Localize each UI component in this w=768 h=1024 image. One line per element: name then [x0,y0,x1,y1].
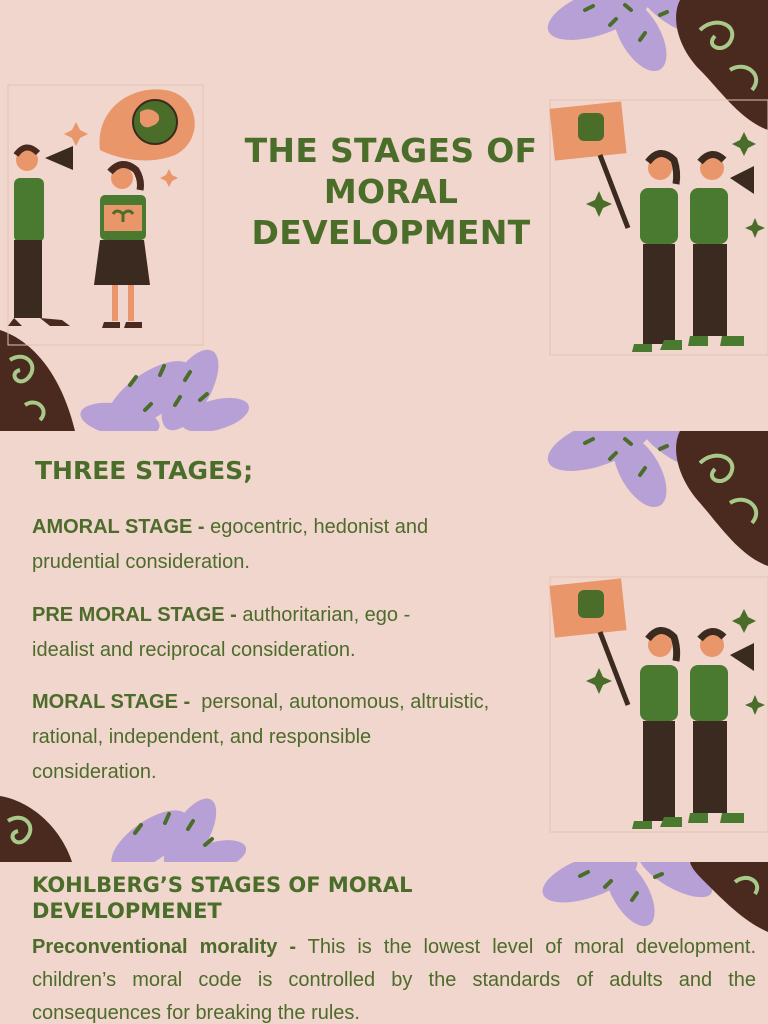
stage-pre-moral: PRE MORAL STAGE - authoritarian, ego - i… [32,598,592,668]
stage-name: AMORAL STAGE - [32,516,205,538]
slide1-decorations [0,0,768,431]
slide-kohlberg: KOHLBERG’S STAGES OF MORAL DEVELOPMENET … [0,862,768,1024]
brown-swirl-blob [690,862,768,932]
slide2-decorations [0,431,768,862]
stage-description-cont: prudential consideration. [32,551,250,573]
activists-illustration [7,84,204,346]
protest-sign-illustration [549,576,768,833]
lavender-leaves-bottom [111,798,247,862]
title-line: DEVELOPMENT [251,213,531,252]
protest-sign-illustration [549,99,768,356]
stage-name: MORAL STAGE - [32,691,191,713]
section-heading: THREE STAGES; [35,456,254,485]
stage-description: egocentric, hedonist and [204,516,429,538]
brown-swirl-blob-left [0,796,72,862]
brown-swirl-blob [676,0,768,130]
kohlberg-paragraph: Preconventional morality - This is the l… [32,931,756,1024]
title-line: THE STAGES OF [244,131,538,170]
term-preconventional: Preconventional morality - [32,936,296,958]
stage-description-cont: rational, independent, and responsible [32,726,372,748]
lavender-leaves-bottom [80,349,250,431]
stage-description: personal, autonomous, altruistic, [190,691,490,713]
slide3-decorations [542,862,768,932]
term-description: This is the lowest level of moral develo… [32,936,756,1024]
heading-line: KOHLBERG’S STAGES OF MORAL [32,873,413,897]
stage-description-cont: idealist and reciprocal consideration. [32,639,356,661]
stage-amoral: AMORAL STAGE - egocentric, hedonist and … [32,510,592,580]
slide-title: THE STAGES OF MORAL DEVELOPMENT [0,0,768,431]
lavender-leaves-illustration [542,862,713,927]
stage-moral: MORAL STAGE - personal, autonomous, altr… [32,685,592,790]
page-title: THE STAGES OF MORAL DEVELOPMENT [218,130,564,253]
stage-name: PRE MORAL STAGE - [32,604,237,626]
brown-swirl-blob [676,431,768,566]
stage-description-cont: consideration. [32,761,157,783]
slide-three-stages: THREE STAGES; AMORAL STAGE - egocentric,… [0,431,768,862]
section-heading: KOHLBERG’S STAGES OF MORAL DEVELOPMENET [32,872,512,924]
heading-line: DEVELOPMENET [32,899,222,923]
brown-swirl-blob-left [0,330,75,431]
stage-description: authoritarian, ego - [236,604,411,626]
title-line: MORAL [323,172,459,211]
